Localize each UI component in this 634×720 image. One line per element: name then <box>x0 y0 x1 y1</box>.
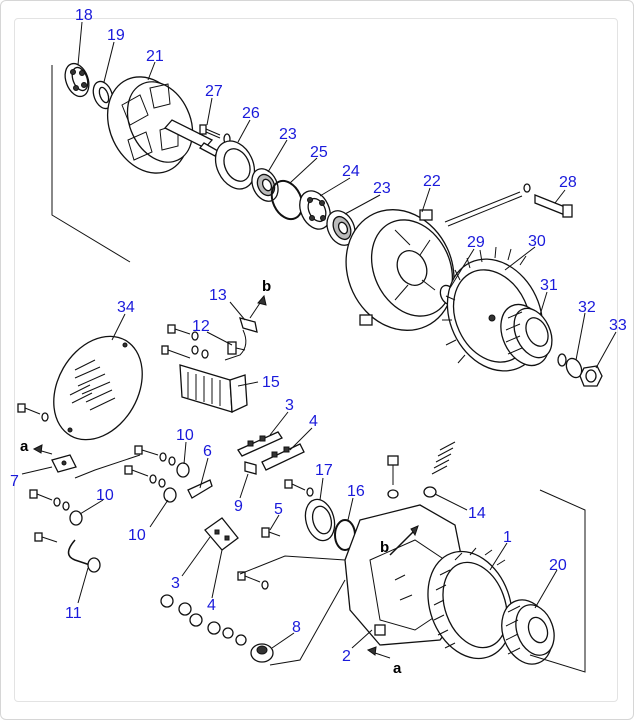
bolt-28 <box>444 183 573 227</box>
callout-23-upper[interactable]: 23 <box>279 126 297 143</box>
bearing-23b <box>326 210 356 246</box>
terminal-12 <box>227 341 246 355</box>
callout-6[interactable]: 6 <box>203 443 212 460</box>
nut-33 <box>579 365 603 387</box>
arrow-b-top <box>249 294 267 319</box>
callout-23-lower[interactable]: 23 <box>373 180 391 197</box>
callout-34[interactable]: 34 <box>117 299 135 316</box>
callout-14[interactable]: 14 <box>468 505 486 522</box>
washer-small <box>557 353 567 367</box>
leader-8-housing <box>269 579 346 666</box>
screws-mid-right <box>284 479 314 497</box>
housing-22 <box>345 209 455 331</box>
ref-b-upper: b <box>262 278 271 295</box>
callout-15[interactable]: 15 <box>262 374 280 391</box>
washer-19 <box>92 80 114 110</box>
callout-33[interactable]: 33 <box>609 317 627 334</box>
callout-29[interactable]: 29 <box>467 234 485 251</box>
bearing-24 <box>299 190 331 230</box>
callout-13[interactable]: 13 <box>209 287 227 304</box>
terminal-plate-4a <box>261 443 305 471</box>
callout-1[interactable]: 1 <box>503 529 512 546</box>
connector-13 <box>224 317 258 361</box>
callout-4-lower[interactable]: 4 <box>207 597 216 614</box>
leader-bolt-lower <box>239 555 346 575</box>
callout-17[interactable]: 17 <box>315 462 333 479</box>
bolt-set-mid <box>29 445 176 543</box>
callout-3-upper[interactable]: 3 <box>285 397 294 414</box>
callout-25[interactable]: 25 <box>310 144 328 161</box>
callout-16[interactable]: 16 <box>347 483 365 500</box>
callout-leaders <box>21 21 617 649</box>
ref-a-lower: a <box>393 660 402 677</box>
insulator-10b <box>69 510 83 526</box>
callout-labels: 18 19 21 27 26 23 25 24 23 22 28 29 30 3… <box>10 7 627 665</box>
stator-1 <box>427 547 513 660</box>
callout-30[interactable]: 30 <box>528 233 546 250</box>
callout-22[interactable]: 22 <box>423 173 441 190</box>
ref-b-lower: b <box>380 539 389 556</box>
regulator-screws <box>161 324 209 359</box>
callout-19[interactable]: 19 <box>107 27 125 44</box>
regulator-15 <box>179 364 248 413</box>
bracket-7 <box>51 454 77 473</box>
callout-12[interactable]: 12 <box>192 318 210 335</box>
arrow-a-left <box>32 444 53 455</box>
ref-a-left: a <box>20 438 29 455</box>
o-ring-25 <box>270 179 304 221</box>
callout-24[interactable]: 24 <box>342 163 360 180</box>
callout-3-lower[interactable]: 3 <box>171 575 180 592</box>
callout-4-upper[interactable]: 4 <box>309 413 318 430</box>
callout-28[interactable]: 28 <box>559 174 577 191</box>
callout-5[interactable]: 5 <box>274 501 283 518</box>
strap-6 <box>187 479 213 499</box>
washer-32 <box>565 357 583 379</box>
group-bracket-top <box>51 65 131 263</box>
group-bracket-bottom <box>529 489 586 673</box>
rotor-21 <box>106 76 219 174</box>
callout-27[interactable]: 27 <box>205 83 223 100</box>
callout-10-b[interactable]: 10 <box>96 487 114 504</box>
screw-34-fastener <box>17 403 49 422</box>
insulator-10c <box>163 487 177 503</box>
callout-31[interactable]: 31 <box>540 277 558 294</box>
cap-8 <box>250 643 274 663</box>
terminal-plate-3b <box>204 517 239 551</box>
seal-17 <box>304 498 336 542</box>
leader-7 <box>74 454 141 479</box>
cover-34 <box>53 335 143 441</box>
callout-26[interactable]: 26 <box>242 105 260 122</box>
callout-8[interactable]: 8 <box>292 619 301 636</box>
washer-row-lower <box>160 571 269 646</box>
bearing-18 <box>64 62 90 98</box>
arrow-b-bottom <box>389 525 419 556</box>
insulator-9 <box>244 461 257 475</box>
terminal-stack-14 <box>387 441 456 499</box>
pulley-31 <box>500 303 553 367</box>
callout-2[interactable]: 2 <box>342 648 351 665</box>
callout-18[interactable]: 18 <box>75 7 93 24</box>
callout-7[interactable]: 7 <box>10 473 19 490</box>
callout-10-a[interactable]: 10 <box>176 427 194 444</box>
pulley-20 <box>501 599 555 665</box>
callout-9[interactable]: 9 <box>234 498 243 515</box>
callout-21[interactable]: 21 <box>146 48 164 65</box>
insulator-10a <box>176 462 190 478</box>
callout-10-c[interactable]: 10 <box>128 527 146 544</box>
callout-20[interactable]: 20 <box>549 557 567 574</box>
cable-11 <box>67 539 101 573</box>
reference-letters: b a b a <box>20 278 402 677</box>
callout-32[interactable]: 32 <box>578 299 596 316</box>
retainer-26 <box>214 140 256 190</box>
arrow-a-bottom <box>366 646 391 659</box>
terminal-plate-3a <box>237 431 283 457</box>
screw-5 <box>261 527 281 538</box>
callout-11[interactable]: 11 <box>65 605 82 622</box>
